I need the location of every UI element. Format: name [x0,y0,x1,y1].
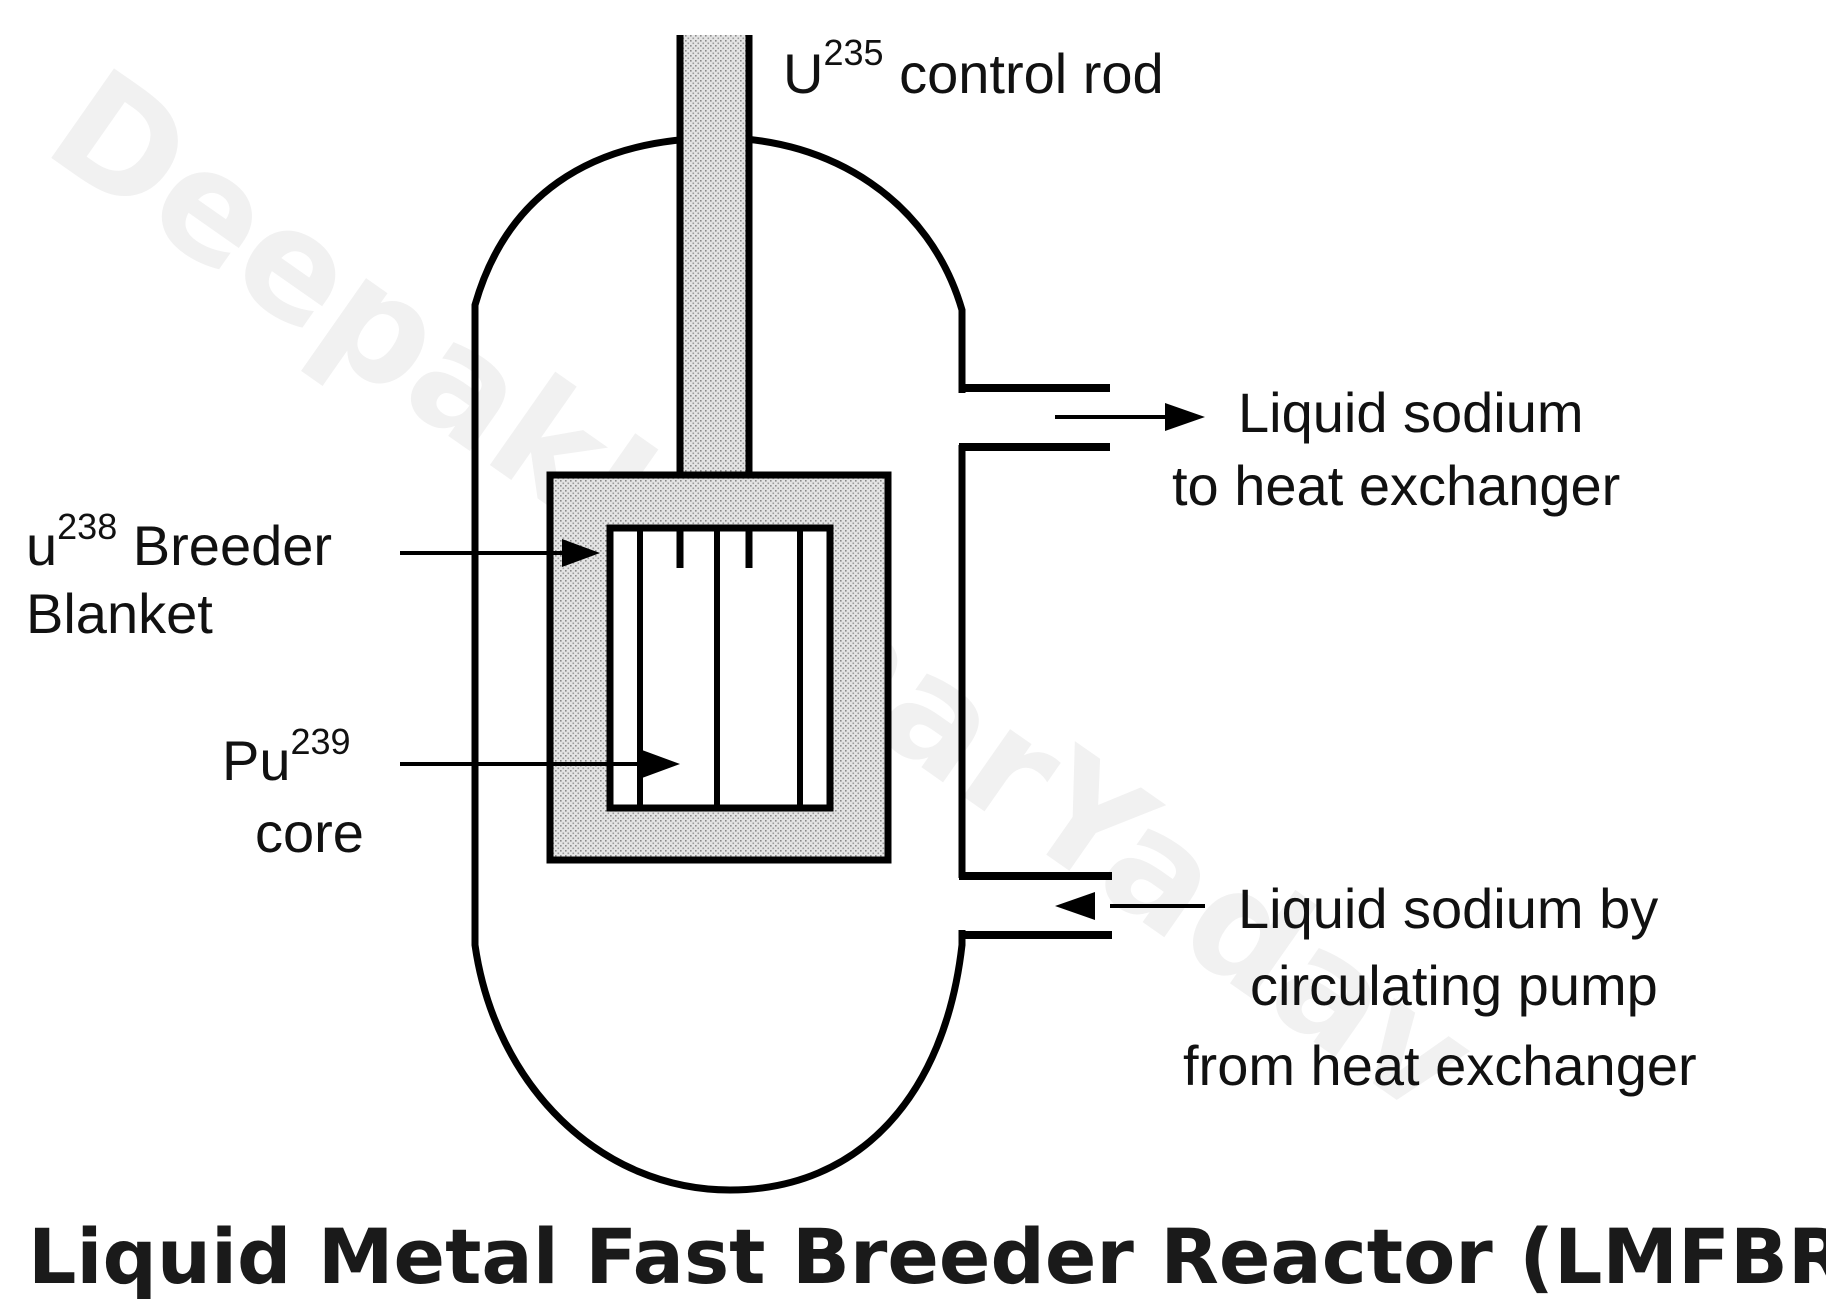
inlet-label-line1: Liquid sodium by [1238,877,1658,940]
inlet-arrowhead [1055,892,1095,920]
breeder-arrowhead [562,539,600,567]
control-rod-label: U235 control rod [783,32,1164,105]
inlet-label-line3: from heat exchanger [1183,1034,1697,1097]
breeder-blanket-label-line2: Blanket [26,582,213,645]
core-arrowhead [642,750,680,778]
breeder-blanket-label: u238 Breeder [26,506,332,577]
core-label-line2: core [255,801,364,864]
reactor-vessel [471,134,966,1194]
page-title: Liquid Metal Fast Breeder Reactor (LMFBR… [28,1212,1826,1301]
inlet-label-line2: circulating pump [1250,954,1658,1017]
outlet-arrowhead [1165,403,1205,431]
core-label: Pu239 [222,721,351,792]
outlet-label-line1: Liquid sodium [1238,381,1584,444]
control-rod [680,35,749,535]
outlet-label-line2: to heat exchanger [1172,454,1620,517]
